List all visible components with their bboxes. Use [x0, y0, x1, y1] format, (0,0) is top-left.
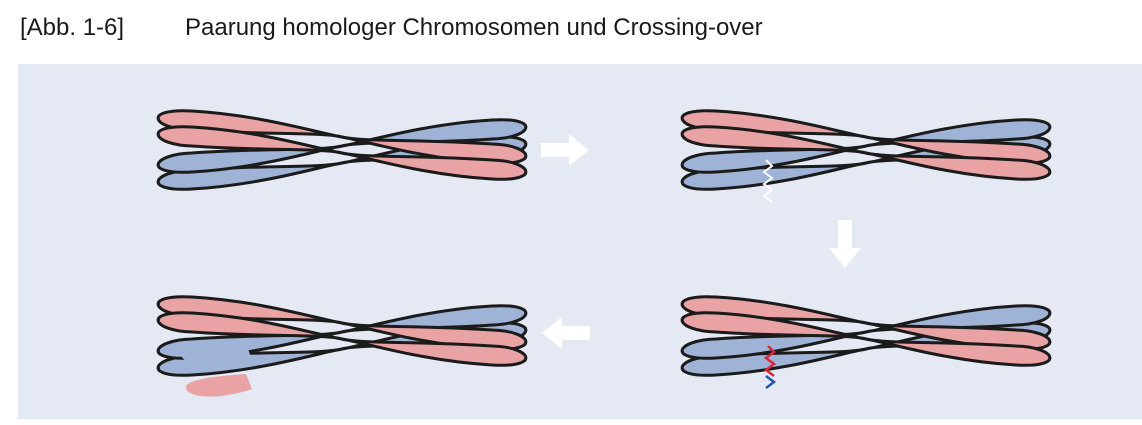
figure-number: [Abb. 1-6] — [20, 14, 125, 41]
figure-caption: [Abb. 1-6] Paarung homologer Chromosomen … — [20, 14, 763, 42]
arrow-right-icon — [541, 134, 589, 166]
exchanged-segment-paternal — [181, 342, 252, 366]
reunion-mark-red-icon — [763, 345, 777, 377]
arrow-left-icon — [542, 317, 590, 349]
reunion-mark-blue-icon — [765, 375, 777, 389]
figure-title: Paarung homologer Chromosomen und Crossi… — [185, 14, 763, 41]
exchanged-segment-maternal — [185, 374, 252, 397]
stage-recombinant-chromatids — [156, 295, 528, 397]
stage-paired-homologs — [156, 109, 528, 191]
arrow-down-icon — [829, 220, 861, 268]
stage-reunion — [680, 295, 1052, 389]
stage-chromatid-break — [680, 109, 1052, 203]
break-mark-icon — [762, 159, 774, 203]
